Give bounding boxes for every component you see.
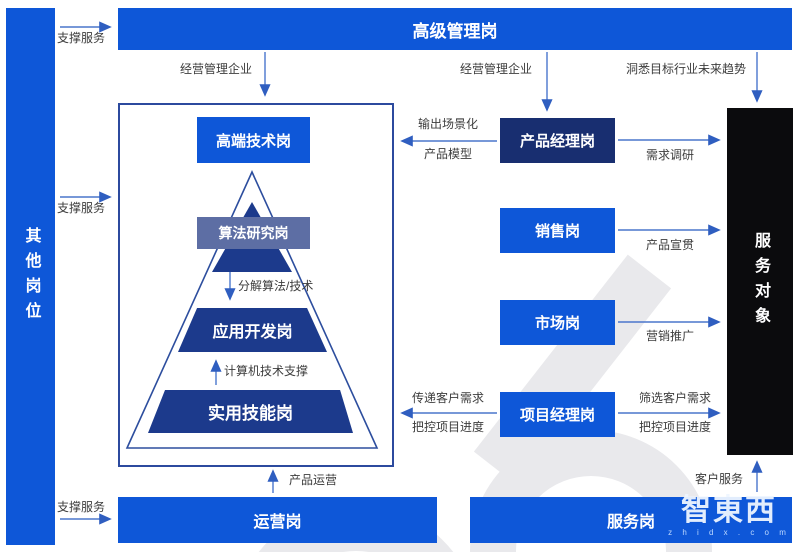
insight-trends-label: 洞悉目标行业未来趋势 xyxy=(625,62,746,76)
practical-skills-label: 实用技能岗 xyxy=(208,404,293,423)
support-service-label-top: 支撑服务 xyxy=(56,31,105,45)
zhidx-logo-domain: z h i d x . c o m xyxy=(668,528,790,537)
pass-demand-label-line2: 把控项目进度 xyxy=(411,420,484,434)
zhidx-logo: 智東西 z h i d x . c o m xyxy=(663,494,795,538)
operations-bar: 运营岗 xyxy=(118,497,437,543)
service-label: 服务岗 xyxy=(606,514,655,531)
senior-management-label: 高级管理岗 xyxy=(412,21,498,41)
output-scenario-label-line2: 产品模型 xyxy=(423,147,472,161)
application-dev-box: 应用开发岗 xyxy=(178,308,327,352)
tech-group-frame xyxy=(118,103,394,467)
application-dev-label: 应用开发岗 xyxy=(212,324,293,341)
sales-box: 销售岗 xyxy=(500,208,615,253)
project-manager-box: 项目经理岗 xyxy=(500,392,615,437)
marketing-promotion-label: 营销推广 xyxy=(645,329,694,343)
high-tech-label: 高端技术岗 xyxy=(215,132,291,150)
product-operation-label: 产品运营 xyxy=(288,473,337,487)
output-scenario-label-line1: 输出场景化 xyxy=(417,117,478,131)
demand-research-label: 需求调研 xyxy=(645,148,694,162)
pyramid-outline xyxy=(125,170,379,449)
customer-service-label: 客户服务 xyxy=(694,472,743,486)
support-service-label-bottom: 支撑服务 xyxy=(56,500,105,514)
sales-label: 销售岗 xyxy=(534,223,580,240)
marketing-box: 市场岗 xyxy=(500,300,615,345)
computer-support-label: 计算机技术支撑 xyxy=(224,364,309,378)
algorithm-research-label: 算法研究岗 xyxy=(218,225,289,241)
product-manager-box: 产品经理岗 xyxy=(500,118,615,163)
filter-demand-label-line1: 筛选客户需求 xyxy=(638,391,711,405)
service-target-box: 服务对象 xyxy=(727,108,793,455)
manage-enterprise-label-left: 经营管理企业 xyxy=(179,62,252,76)
project-manager-label: 项目经理岗 xyxy=(519,407,595,424)
zhidx-logo-brand: 智東西 xyxy=(681,494,777,527)
decompose-algorithm-label: 分解算法/技术 xyxy=(238,279,314,293)
marketing-label: 市场岗 xyxy=(534,315,580,332)
operations-label: 运营岗 xyxy=(253,514,302,531)
manage-enterprise-label-right: 经营管理企业 xyxy=(459,62,532,76)
algorithm-research-box: 算法研究岗 xyxy=(197,217,310,249)
product-manager-label: 产品经理岗 xyxy=(519,133,595,150)
high-tech-box: 高端技术岗 xyxy=(197,117,310,163)
product-promotion-label: 产品宣贯 xyxy=(645,238,694,252)
service-bar: 服务岗 xyxy=(470,497,792,543)
pass-demand-label-line1: 传递客户需求 xyxy=(411,391,484,405)
senior-management-bar: 高级管理岗 xyxy=(118,8,792,50)
service-target-label: 服务对象 xyxy=(752,231,769,332)
other-positions-label: 其他岗位 xyxy=(22,226,40,327)
other-positions-bar: 其他岗位 xyxy=(6,8,55,545)
support-service-label-mid: 支撑服务 xyxy=(56,201,105,215)
filter-demand-label-line2: 把控项目进度 xyxy=(638,420,711,434)
practical-skills-box: 实用技能岗 xyxy=(148,390,353,433)
